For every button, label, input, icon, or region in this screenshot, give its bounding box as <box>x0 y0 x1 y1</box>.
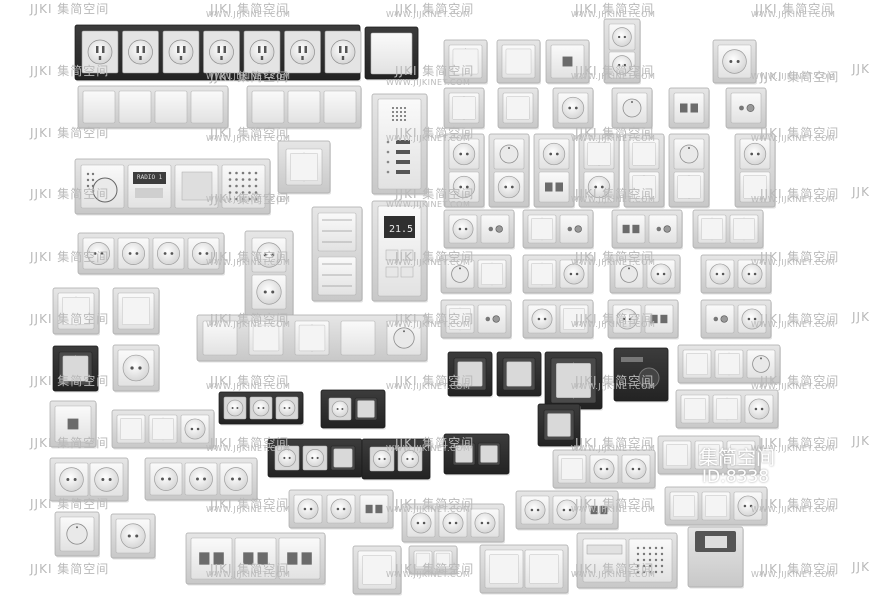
double-rocker-left <box>52 287 100 336</box>
row2-socket <box>552 87 594 130</box>
pair-data-coax <box>611 209 683 250</box>
triple-socket-left <box>144 457 258 502</box>
single-rocker-led <box>112 287 160 336</box>
pair-coax-socket <box>700 299 772 340</box>
pair-dial-socket <box>609 254 681 295</box>
top-right-rocker-a <box>443 39 488 85</box>
intercom-station <box>371 93 428 196</box>
top-right-rocker-led <box>496 39 541 85</box>
media-panel-bottom <box>576 532 678 590</box>
pair-socket-data <box>607 299 679 340</box>
dark-triple-rocker <box>443 433 510 476</box>
top-right-double-socket-v <box>603 18 641 85</box>
col-socket-socket <box>443 133 485 209</box>
top-right-socket <box>712 39 757 85</box>
pair-socket-socket-r <box>700 254 772 295</box>
dark-double-socket-b <box>267 438 363 479</box>
triple-socket-bottom <box>401 503 505 544</box>
triple-rocker-socket <box>675 389 779 430</box>
dark-single-b <box>496 351 542 398</box>
pair-socket-rocker <box>522 299 594 340</box>
dark-thermostat <box>613 347 669 403</box>
dark-double-socket-c <box>361 438 431 481</box>
mixed-rocker-socket <box>111 409 215 450</box>
dark-single-c <box>544 351 603 411</box>
col-dial-rocker <box>668 133 710 209</box>
triple-rocker-right <box>657 435 761 476</box>
pair-rocker-coax <box>522 209 594 250</box>
col-rocker-rocker <box>623 133 665 209</box>
triple-rocker-dial <box>677 344 781 385</box>
col-rocker-socket <box>578 133 620 209</box>
double-rocker-bottom <box>408 545 458 576</box>
pair-dial-rocker <box>440 254 512 295</box>
pair-socket-coax <box>443 209 515 250</box>
triple-socket-data-b <box>515 490 619 531</box>
triple-rocker-socket-b <box>664 486 768 527</box>
double-socket-left <box>49 457 129 503</box>
dimmer-switch-bar <box>196 314 428 363</box>
quad-socket-frame <box>77 232 225 276</box>
pair-rocker-rocker <box>692 209 764 250</box>
radio-keypad-panel <box>74 158 271 216</box>
pair-rocker-socket <box>522 254 594 295</box>
row2-rocker-b <box>497 87 539 130</box>
vertical-button-panel <box>311 206 363 303</box>
single-socket-bottom <box>110 513 156 560</box>
row2-data <box>668 87 710 130</box>
quad-blank-frame <box>77 85 229 130</box>
single-blank-bottom <box>352 545 402 596</box>
col-dial-socket <box>488 133 530 209</box>
row2-coax <box>725 87 767 130</box>
radio-display-text: RADIO 1 <box>137 174 163 181</box>
thermostat-display-unit <box>371 200 428 303</box>
double-blank-bottom <box>479 544 569 595</box>
top-right-data <box>545 39 590 85</box>
key-card-holder <box>687 526 744 589</box>
row2-rocker <box>443 87 485 130</box>
pair-rocker-coax-b <box>440 299 512 340</box>
triple-socket-right <box>552 449 656 490</box>
triple-socket-data <box>288 489 394 530</box>
col-socket-rocker <box>734 133 776 209</box>
col-socket-data <box>533 133 575 209</box>
rotary-thermostat-small <box>54 511 100 558</box>
triple-data-frame <box>185 532 326 586</box>
dark-frame-rocker <box>52 345 99 393</box>
single-rocker-large <box>277 140 331 195</box>
single-data-outlet <box>49 400 97 449</box>
triple-blank-frame <box>246 85 362 130</box>
international-socket-bar <box>74 24 419 82</box>
dark-double-socket-a <box>320 389 386 430</box>
dark-single-d <box>537 403 581 448</box>
row2-dial <box>611 87 653 130</box>
dark-single-a <box>447 351 493 398</box>
dark-triple-socket-a <box>218 391 304 426</box>
thermostat-display-text: 21.5 <box>389 224 413 235</box>
double-socket-vertical <box>244 230 294 318</box>
single-socket-left <box>112 344 160 393</box>
